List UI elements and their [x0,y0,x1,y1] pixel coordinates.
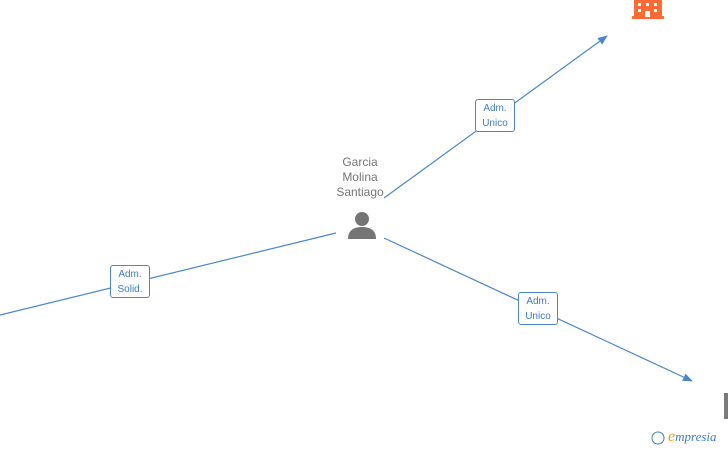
copyright-icon [651,431,665,445]
brand-initial: e [668,428,676,445]
company-building-icon[interactable] [632,0,664,19]
brand-name: mpresia [675,429,717,444]
edge-label-adm-unico-top[interactable]: Adm. Unico [475,99,515,132]
person-name-label[interactable]: Garcia Molina Santiago [336,155,384,199]
edge-to-left[interactable] [0,232,337,316]
edge-label-adm-solid[interactable]: Adm. Solid. [110,265,150,298]
brand-watermark: empresia [650,428,717,446]
edge-label-adm-unico-bottom[interactable]: Adm. Unico [518,292,558,325]
person-icon[interactable] [348,212,376,239]
company-building-icon-partial[interactable] [724,393,728,419]
